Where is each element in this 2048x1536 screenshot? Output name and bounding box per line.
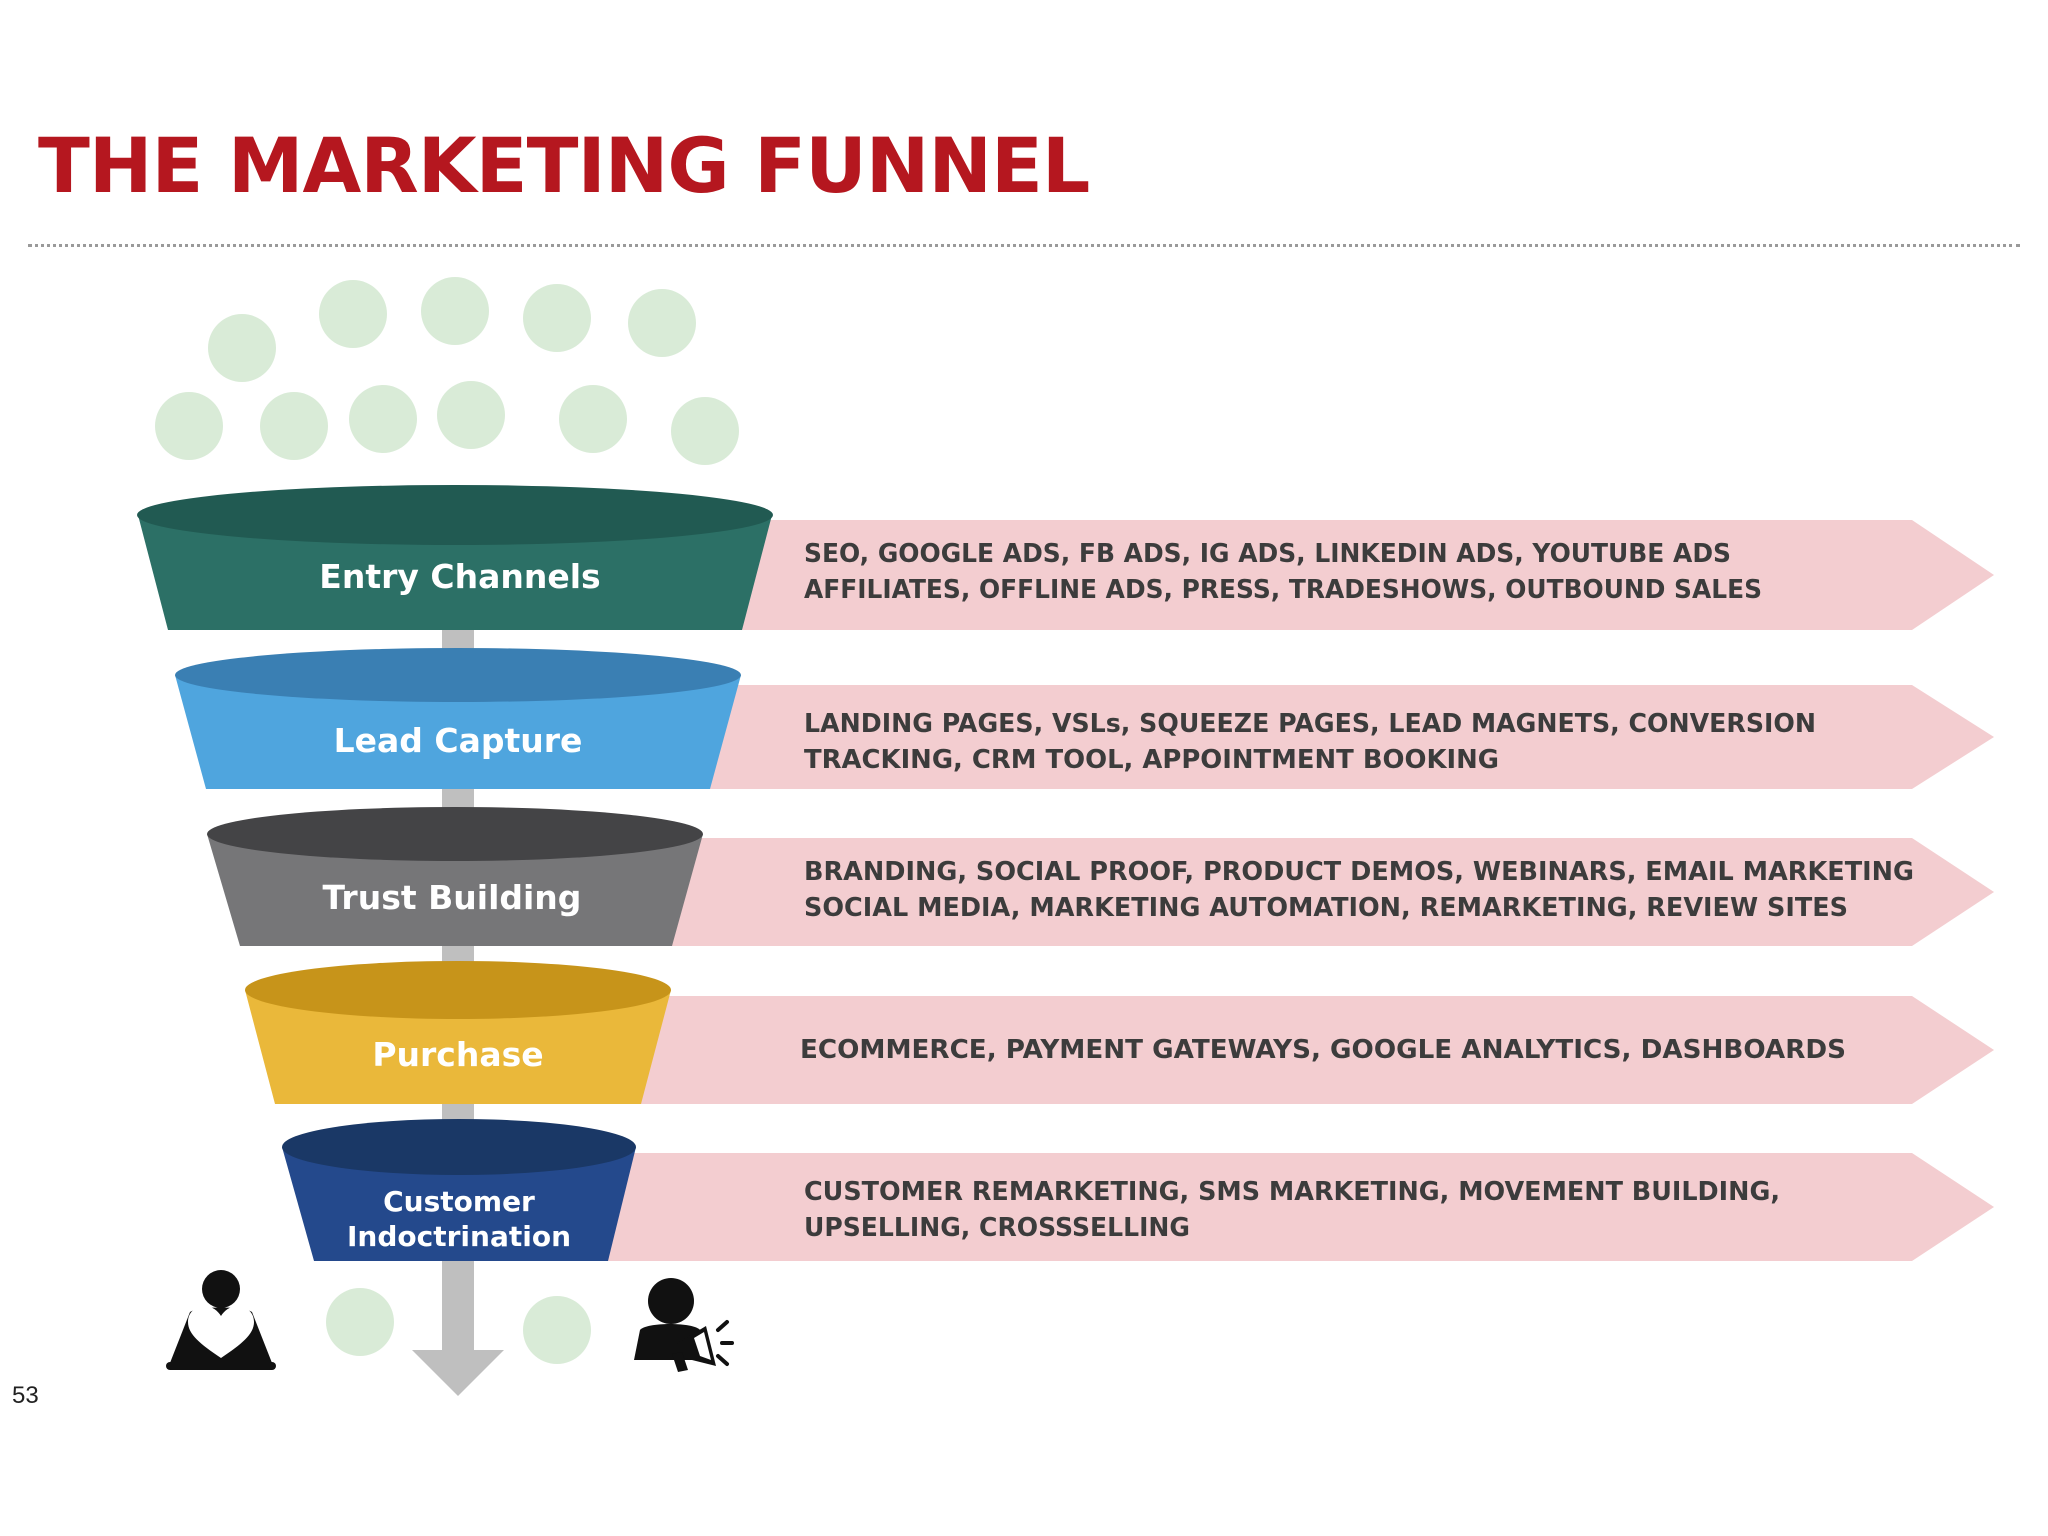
customer-love-icon [166, 1270, 276, 1370]
funnel-rim [137, 485, 773, 545]
lead-dots-top [155, 277, 739, 465]
lead-dot [628, 289, 696, 357]
lead-dots-bottom [326, 1288, 591, 1364]
funnel-band [175, 675, 741, 789]
funnel-stage-purchase [245, 961, 671, 1104]
funnel-rim [175, 648, 741, 702]
tool-arrows [600, 520, 1994, 1261]
funnel-band [282, 1147, 636, 1261]
stage-label-lead-capture: Lead Capture [334, 721, 583, 760]
tools-line: SEO, GOOGLE ADS, FB ADS, IG ADS, LINKEDI… [804, 539, 1731, 569]
promoter-megaphone-icon [634, 1278, 734, 1372]
tools-line: SOCIAL MEDIA, MARKETING AUTOMATION, REMA… [804, 893, 1848, 923]
lead-dot [523, 284, 591, 352]
lead-dot [559, 385, 627, 453]
stage-label-trust-building: Trust Building [323, 878, 582, 917]
tool-arrow-entry-channels [700, 520, 1994, 630]
page-number: 53 [12, 1382, 39, 1409]
tools-line: TRACKING, CRM TOOL, APPOINTMENT BOOKING [804, 745, 1499, 775]
lead-dot [319, 280, 387, 348]
lead-dot [326, 1288, 394, 1356]
funnel-band [207, 834, 703, 946]
stage-label-customer-indoctrination-line2: Indoctrination [347, 1220, 571, 1253]
funnel-exit-arrow [412, 1350, 504, 1396]
lead-dot [349, 385, 417, 453]
funnel-band [245, 990, 671, 1104]
tools-line: AFFILIATES, OFFLINE ADS, PRESS, TRADESHO… [804, 575, 1762, 605]
tool-arrow-purchase [630, 996, 1994, 1104]
funnel-rim [245, 961, 671, 1019]
tool-arrow-trust-building [660, 838, 1994, 946]
lead-dot [671, 397, 739, 465]
lead-dot [523, 1296, 591, 1364]
funnel-stage-customer-indoctrination [282, 1119, 636, 1261]
stage-label-customer-indoctrination-line1: Customer [383, 1185, 535, 1218]
funnel-rim [282, 1119, 636, 1175]
tools-line: CUSTOMER REMARKETING, SMS MARKETING, MOV… [804, 1177, 1780, 1207]
stage-label-entry-channels: Entry Channels [319, 557, 600, 596]
tools-line: UPSELLING, CROSSSELLING [804, 1213, 1190, 1243]
funnel-stage-lead-capture [175, 648, 741, 789]
tool-arrow-lead-capture [690, 685, 1994, 789]
tool-arrow-customer-indoctrination [600, 1153, 1994, 1261]
stage-label-purchase: Purchase [372, 1035, 543, 1074]
lead-dot [260, 392, 328, 460]
tools-line: BRANDING, SOCIAL PROOF, PRODUCT DEMOS, W… [804, 857, 1914, 887]
title-divider [28, 244, 2020, 247]
tools-line: LANDING PAGES, VSLs, SQUEEZE PAGES, LEAD… [804, 709, 1816, 739]
lead-dot [437, 381, 505, 449]
tool-texts: SEO, GOOGLE ADS, FB ADS, IG ADS, LINKEDI… [800, 539, 1914, 1243]
tools-line: ECOMMERCE, PAYMENT GATEWAYS, GOOGLE ANAL… [800, 1035, 1846, 1065]
page-title: THE MARKETING FUNNEL [38, 121, 1090, 210]
funnel-band [138, 515, 772, 630]
funnel-stage-trust-building [207, 807, 703, 946]
lead-dot [208, 314, 276, 382]
funnel-rim [207, 807, 703, 861]
lead-dot [421, 277, 489, 345]
funnel-stage-entry-channels [137, 485, 773, 630]
lead-dot [155, 392, 223, 460]
